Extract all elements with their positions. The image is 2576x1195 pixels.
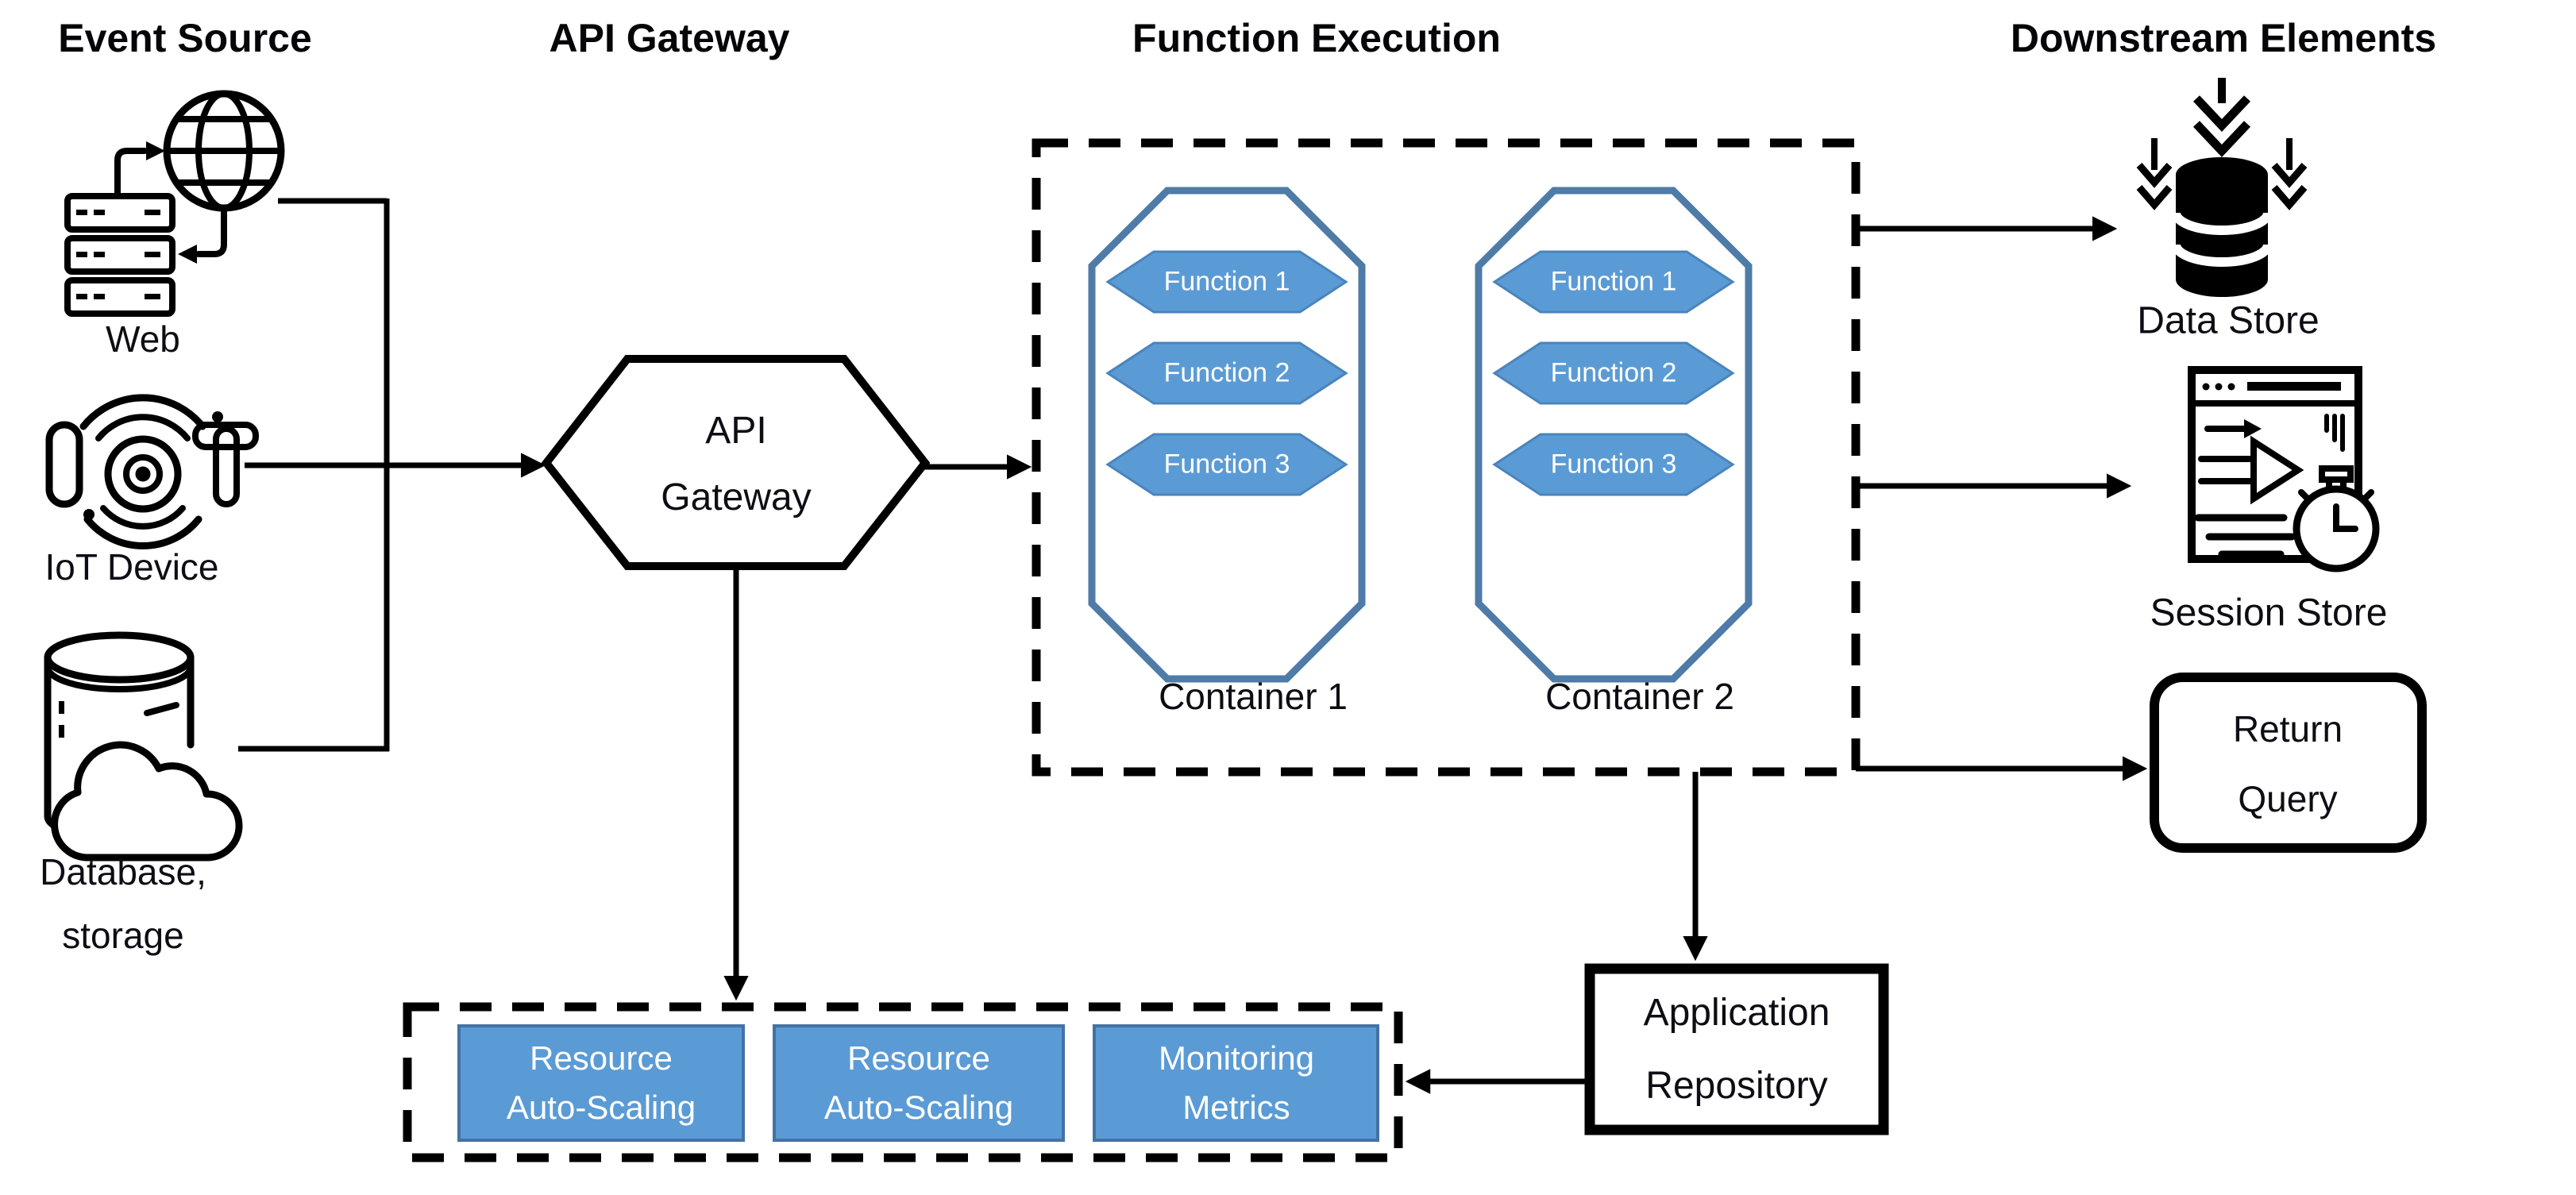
application-repository-label: Application Repository [1643, 992, 1830, 1107]
application-repository-box [1584, 963, 1889, 1135]
data-store-cylinder-arrows-icon [2127, 73, 2317, 311]
function-badge [1492, 250, 1735, 314]
function-badge-label: Function 1 [1163, 266, 1290, 297]
resource-autoscaling-box-2 [773, 1024, 1065, 1142]
resource-autoscaling-label-2: Resource Auto-Scaling [823, 1039, 1014, 1126]
column-title-downstream-elements: Downstream Elements [2010, 16, 2437, 60]
function-badge-label: Function 3 [1163, 449, 1290, 480]
function-badge [1105, 250, 1348, 314]
api-gateway-label: API Gateway [661, 410, 812, 518]
resource-autoscaling-label-1: Resource Auto-Scaling [506, 1039, 696, 1126]
function-badge [1105, 433, 1348, 496]
iot-device-label: IoT Device [44, 546, 219, 588]
function-badge-label: Function 2 [1163, 357, 1290, 388]
api-gateway-hexagon [541, 355, 931, 570]
column-title-event-source: Event Source [58, 16, 312, 60]
monitoring-metrics-box [1093, 1024, 1379, 1142]
session-store-label: Session Store [2150, 592, 2388, 634]
event-source-bracket [238, 198, 546, 752]
function-badge [1492, 433, 1735, 496]
function-badge-label: Function 1 [1550, 266, 1677, 297]
return-query-label: Return Query [2232, 708, 2343, 819]
function-execution-dashed-box [1032, 138, 1861, 777]
database-storage-label: Database, storage [40, 851, 206, 956]
column-title-api-gateway: API Gateway [549, 16, 790, 60]
function-badge [1105, 341, 1348, 405]
container-2-label: Container 2 [1545, 676, 1734, 717]
column-title-function-execution: Function Execution [1132, 16, 1501, 60]
database-cloud-icon [40, 626, 254, 888]
web-label: Web [106, 318, 180, 360]
function-badge-label: Function 2 [1550, 357, 1677, 388]
function-badge [1492, 341, 1735, 405]
monitoring-metrics-label: Monitoring Metrics [1158, 1039, 1315, 1126]
iot-signal-icon [38, 380, 260, 550]
resource-autoscaling-box-1 [457, 1024, 745, 1142]
data-store-label: Data Store [2137, 299, 2320, 342]
function-badge-label: Function 3 [1550, 449, 1677, 480]
session-browser-stopwatch-icon [2171, 356, 2387, 594]
return-query-box [2150, 673, 2427, 853]
web-server-globe-icon [62, 75, 292, 337]
scaling-dashed-box [403, 1002, 1403, 1162]
container-1-label: Container 1 [1159, 676, 1348, 717]
